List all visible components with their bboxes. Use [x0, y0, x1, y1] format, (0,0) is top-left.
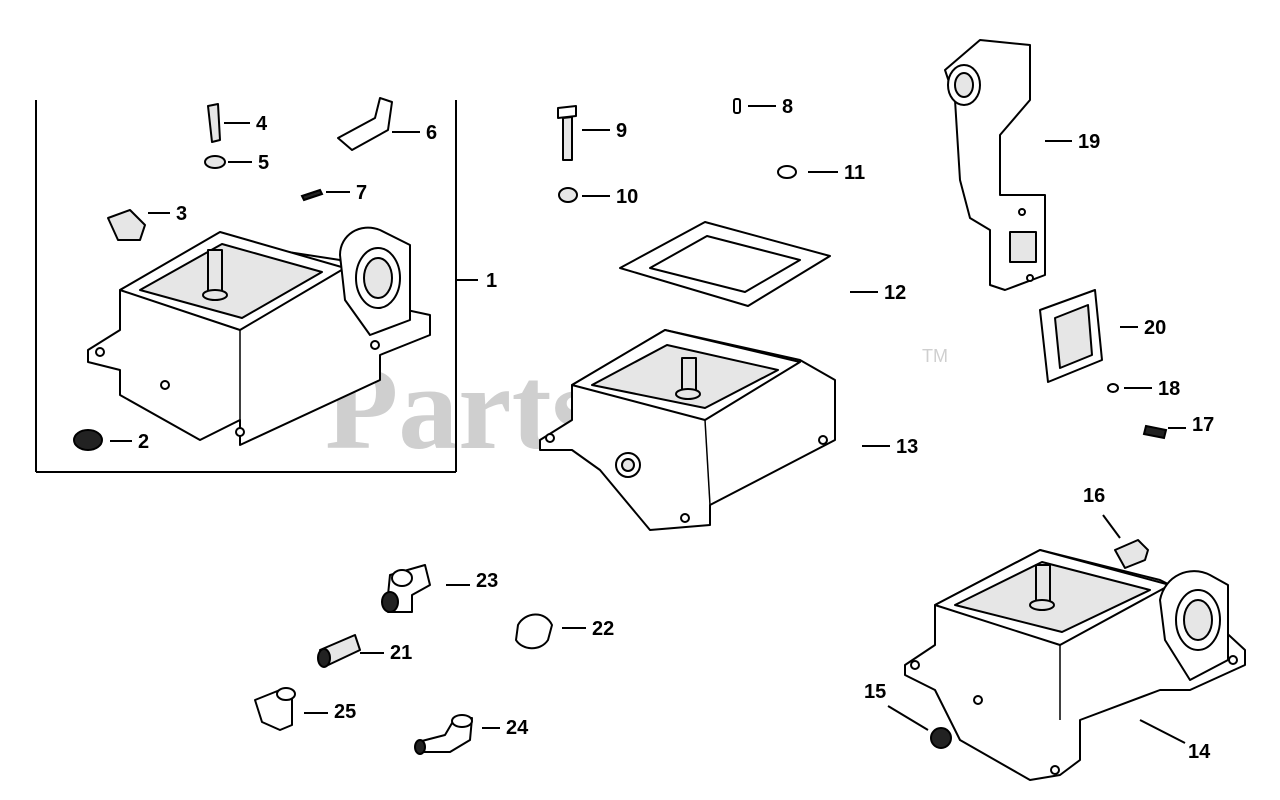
part-7-screw[interactable]: 7: [300, 182, 367, 204]
callout-11: 11: [844, 162, 865, 184]
part-24-street-elbow[interactable]: 24: [414, 714, 529, 755]
part-2-pipe-plug[interactable]: 2: [73, 429, 149, 453]
callout-1: 1: [486, 270, 497, 292]
callout-15: 15: [864, 681, 886, 703]
callout-3: 3: [176, 203, 187, 225]
part-16-plug[interactable]: 16: [1083, 485, 1149, 569]
part-4-bolt[interactable]: 4: [207, 103, 268, 143]
part-22-cap[interactable]: 22: [515, 613, 614, 650]
callout-9: 9: [616, 120, 627, 142]
part-13-oil-pan[interactable]: 13: [539, 329, 918, 531]
callout-17: 17: [1192, 414, 1214, 436]
part-3-drain-plug[interactable]: 3: [107, 203, 187, 241]
callout-18: 18: [1158, 378, 1180, 400]
callout-12: 12: [884, 282, 906, 304]
callout-23: 23: [476, 570, 498, 592]
callout-24: 24: [506, 717, 529, 739]
part-20-gasket[interactable]: 20: [1039, 289, 1166, 383]
part-10-nut[interactable]: 10: [558, 186, 638, 208]
callout-4: 4: [256, 113, 268, 135]
watermark-trademark: TM: [922, 346, 948, 366]
callout-7: 7: [356, 182, 367, 204]
callout-6: 6: [426, 122, 437, 144]
callout-2: 2: [138, 431, 149, 453]
callout-8: 8: [782, 96, 793, 118]
part-19-filler-tube[interactable]: 19: [944, 39, 1100, 291]
part-8-pin[interactable]: 8: [733, 96, 793, 118]
callout-14: 14: [1188, 741, 1211, 763]
part-14-oil-pan[interactable]: 14: [904, 549, 1246, 781]
callout-10: 10: [616, 186, 638, 208]
part-11-washer[interactable]: 11: [777, 162, 865, 184]
callout-19: 19: [1078, 131, 1100, 153]
callout-21: 21: [390, 642, 412, 664]
part-6-bracket[interactable]: 6: [337, 97, 437, 151]
part-15-pipe-plug[interactable]: 15: [864, 681, 952, 749]
part-25-elbow[interactable]: 25: [254, 687, 356, 731]
callout-25: 25: [334, 701, 356, 723]
callout-20: 20: [1144, 317, 1166, 339]
callout-16: 16: [1083, 485, 1105, 507]
callout-22: 22: [592, 618, 614, 640]
part-9-long-bolt[interactable]: 9: [557, 105, 627, 161]
callout-13: 13: [896, 436, 918, 458]
part-23-pipe-tee[interactable]: 23: [381, 564, 498, 613]
part-17-screw[interactable]: 17: [1142, 414, 1214, 440]
part-21-nipple[interactable]: 21: [317, 634, 412, 668]
part-5-washer[interactable]: 5: [204, 152, 269, 174]
part-1-oil-pan[interactable]: [87, 226, 431, 446]
assembly-bracket: [35, 100, 478, 473]
part-18-washer[interactable]: 18: [1107, 378, 1180, 400]
part-12-gasket[interactable]: 12: [619, 221, 906, 307]
callout-5: 5: [258, 152, 269, 174]
